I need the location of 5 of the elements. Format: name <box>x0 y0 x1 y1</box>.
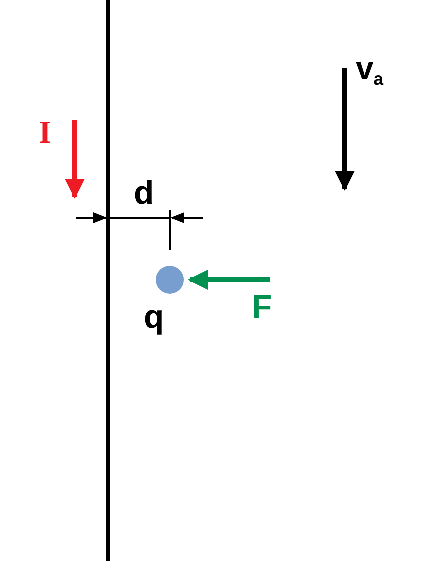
distance-label: d <box>134 176 154 209</box>
velocity-label: v$_{a}$ <box>356 52 384 89</box>
force-label: F <box>252 290 272 323</box>
charge-label: q <box>144 300 164 333</box>
current-label: I <box>39 116 52 148</box>
